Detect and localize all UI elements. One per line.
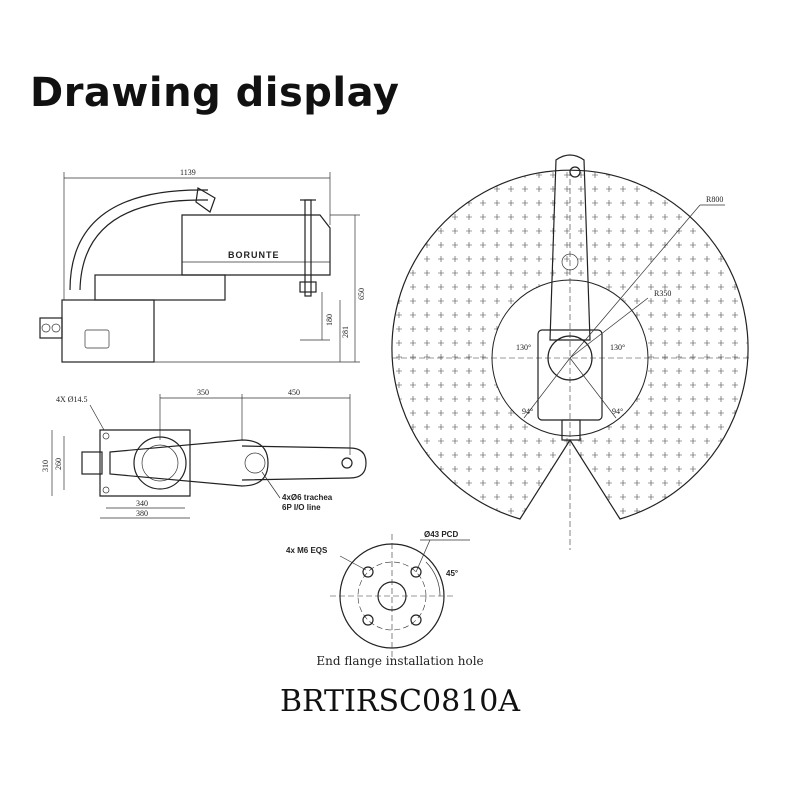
joint1-circle xyxy=(133,436,187,490)
model-number: BRTIRSC0810A xyxy=(279,684,521,719)
dim-arm1-label: 350 xyxy=(197,388,209,397)
flange-bolt-hole xyxy=(362,566,374,578)
angle-low-left-label: 94° xyxy=(522,407,533,416)
flange-bolt-hole xyxy=(362,614,374,626)
dim-width-label: 1139 xyxy=(180,168,196,177)
dim-arm2-label: 450 xyxy=(288,388,300,397)
flange-bolt-hole xyxy=(410,614,422,626)
cable-arc xyxy=(69,189,208,291)
top-arm2 xyxy=(241,445,367,481)
angle-right-label: 130° xyxy=(610,343,625,352)
ws-joint1 xyxy=(547,335,593,381)
dim-base-inner-label: 340 xyxy=(136,499,148,508)
flange-center-hole xyxy=(377,581,407,611)
page-title: Drawing display xyxy=(30,70,400,116)
flange-outer xyxy=(339,543,445,649)
flange-angle-label: 45° xyxy=(446,569,458,578)
ws-robot-arm xyxy=(549,154,591,341)
dim-inner-label: 260 xyxy=(54,458,63,470)
top-view: 350 450 4X Ø14.5 310 260 340 380 4xØ6 tr… xyxy=(41,388,367,519)
radius-inner-label: R350 xyxy=(654,289,671,298)
base-connector xyxy=(39,317,63,339)
dim-base-outer-label: 380 xyxy=(136,509,148,518)
ws-connector xyxy=(561,419,581,441)
angle-low-right-label: 94° xyxy=(612,407,623,416)
top-connector xyxy=(81,451,103,475)
dim-base-label: 281 xyxy=(341,326,350,338)
top-arm1 xyxy=(109,439,269,487)
radius-outer-label: R800 xyxy=(706,195,723,204)
io-line-note: 6P I/O line xyxy=(282,503,321,512)
flange-screws-label: 4x M6 EQS xyxy=(286,546,328,555)
flange-caption: End flange installation hole xyxy=(316,654,484,668)
dim-holes-label: 4X Ø14.5 xyxy=(56,395,88,404)
workspace-view: R800 R350 130° 130° 94° 94° xyxy=(391,154,750,550)
dim-stroke-label: 180 xyxy=(325,314,334,326)
flange-pcd-label: Ø43 PCD xyxy=(424,530,458,539)
angle-left-label: 130° xyxy=(516,343,531,352)
dim-depth-label: 310 xyxy=(41,460,50,472)
joint-housing xyxy=(94,274,226,301)
flange-bolt-hole xyxy=(410,566,422,578)
brand-logo: BORUNTE xyxy=(228,250,280,260)
upper-arm xyxy=(181,214,331,276)
flange-view: 4x M6 EQS Ø43 PCD 45° xyxy=(286,530,470,658)
robot-base xyxy=(61,299,155,363)
trachea-leader xyxy=(261,471,281,499)
dim-height-label: 650 xyxy=(357,288,366,300)
side-view: 1139 BORUNTE 650 180 281 xyxy=(39,168,366,363)
trachea-note: 4xØ6 trachea xyxy=(282,493,333,502)
leader-r350 xyxy=(569,297,649,359)
top-base-plate xyxy=(99,429,191,497)
leader-r800 xyxy=(569,204,701,359)
